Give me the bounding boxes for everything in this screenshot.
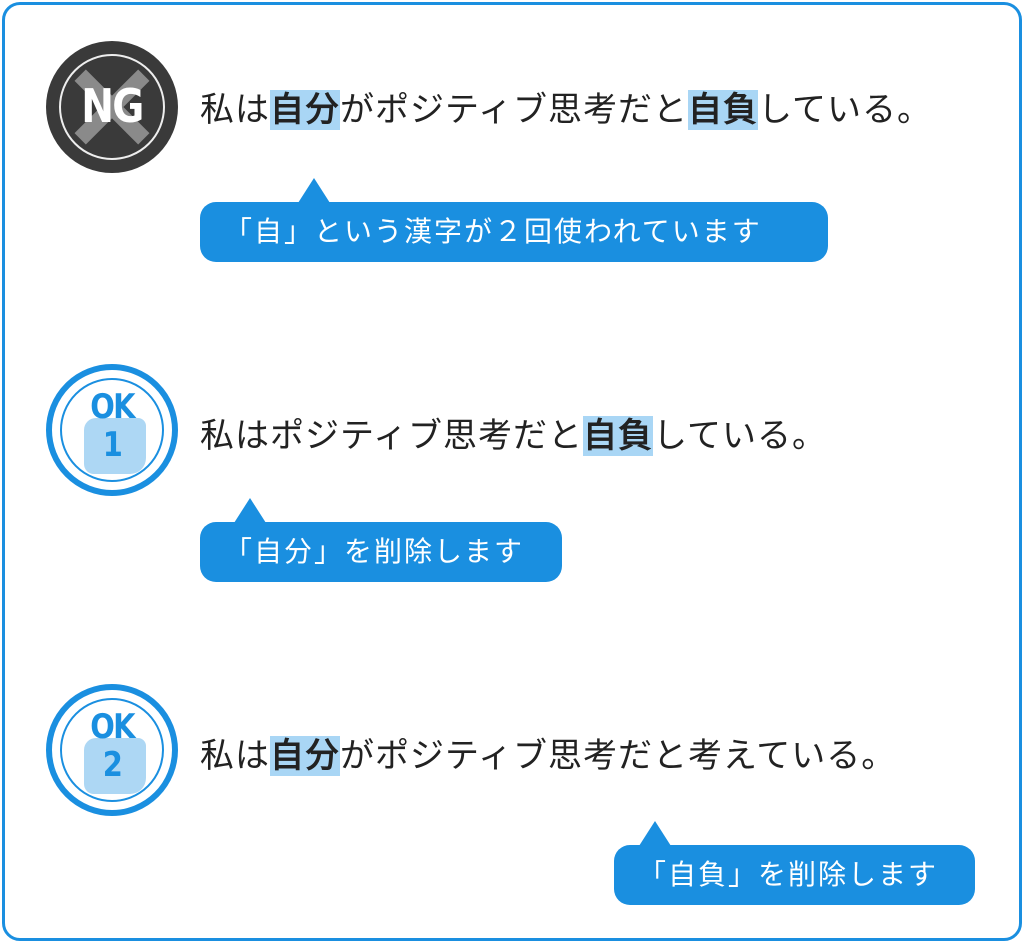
badge-smudge <box>84 418 146 474</box>
badge-label-ok: OK <box>90 387 135 427</box>
bubble-pointer <box>639 821 671 846</box>
badge-label-ok: OK <box>90 707 135 747</box>
badge-label-number: 2 <box>102 745 123 785</box>
badge-ring <box>60 378 164 482</box>
badge-smudge <box>84 738 146 794</box>
bubble-pointer <box>234 498 266 523</box>
highlighted-word: 自負 <box>582 416 653 456</box>
note-text: 「自負」を削除します <box>638 858 939 891</box>
highlighted-word: 自分 <box>270 736 340 776</box>
sentence-segment: している。 <box>652 416 827 456</box>
badge-label-number: 1 <box>102 425 123 465</box>
note-text: 「自」という漢字が２回使われています <box>224 215 762 248</box>
example-sentence-ok1: 私はポジティブ思考だと自負している。 <box>200 408 827 457</box>
sentence-segment: 私はポジティブ思考だと <box>200 416 583 456</box>
example-sentence-ng: 私は自分がポジティブ思考だと自負している。 <box>200 82 932 131</box>
note-bubble-ng: 「自」という漢字が２回使われています <box>200 178 828 262</box>
note-text: 「自分」を削除します <box>224 535 525 568</box>
badge-ring <box>60 698 164 802</box>
sentence-segment: がポジティブ思考だと考えている。 <box>340 736 897 776</box>
sentence-segment: 私は <box>200 90 270 130</box>
ng-badge: NG <box>46 41 178 173</box>
bubble-pointer <box>298 178 330 203</box>
badge-label: NG <box>81 79 144 133</box>
note-bubble-ok2: 「自負」を削除します <box>614 821 975 905</box>
highlighted-word: 自負 <box>687 90 758 130</box>
example-sentence-ok2: 私は自分がポジティブ思考だと考えている。 <box>200 728 896 777</box>
note-bubble-ok1: 「自分」を削除します <box>200 498 562 582</box>
badge-ring <box>59 54 165 160</box>
sentence-segment: 私は <box>200 736 270 776</box>
sentence-segment: がポジティブ思考だと <box>340 90 688 130</box>
highlighted-word: 自分 <box>270 90 340 130</box>
sentence-segment: している。 <box>757 90 932 130</box>
